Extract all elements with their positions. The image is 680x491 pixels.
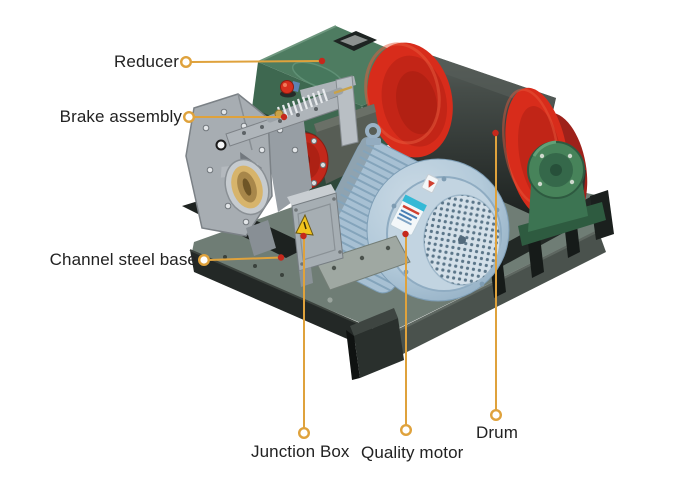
brake-main-plate [185,93,273,237]
rope-pulley [220,158,270,216]
callout-ring-icon [182,110,195,123]
drum [364,42,588,224]
callout-ring-icon [490,409,503,422]
label-brake-assembly: Brake assembly [59,107,182,126]
callout-dot-icon [280,113,288,121]
callout-ring-icon [298,427,311,440]
callout-dot-icon [300,232,307,240]
brake-spring [266,85,353,123]
plate-bolts [202,108,299,226]
lifting-eye [365,123,381,145]
motor-nameplate-sticker [390,194,427,236]
housing-edge-highlight [257,25,337,63]
callout-reducer [179,56,326,69]
callouts [179,56,503,440]
label-channel-steel-base: Channel steel base [49,250,197,269]
callout-ring-icon [197,253,210,266]
base-front-left-rail [190,250,391,358]
deck-bolts [223,255,333,303]
bearing-bolts [537,153,575,187]
callout-dot-icon [492,129,499,137]
callout-ring-icon [400,424,413,437]
label-drum: Drum [476,423,518,442]
callout-line-base [208,256,282,261]
pedestal-bearing [518,140,606,246]
brake-back-plate [262,106,312,212]
brake-lower-link [246,220,276,256]
callout-channel-steel-base [197,253,285,266]
label-reducer: Reducer [114,52,179,71]
label-junction-box: Junction Box [251,442,350,461]
small-warning-sticker [421,174,439,193]
emergency-button [280,80,300,98]
callout-drum [490,129,503,422]
callout-dot-icon [318,57,326,65]
callout-brake-assembly [182,110,288,123]
drum-left-flange [364,42,453,158]
pivot-bolt [215,139,227,151]
callout-dot-icon [277,254,285,261]
callout-dot-icon [402,230,409,238]
callout-junction-box [298,232,311,440]
label-quality-motor: Quality motor [361,443,464,462]
brake-assembly [185,75,384,256]
junction-box-screws [294,197,342,266]
callout-ring-icon [179,56,192,69]
junction-box-top [287,184,336,206]
rail-highlight [189,249,388,337]
conduit [299,267,313,287]
base-corner-block [346,308,404,380]
callout-line-reducer [190,60,323,63]
callout-quality-motor [400,230,413,437]
